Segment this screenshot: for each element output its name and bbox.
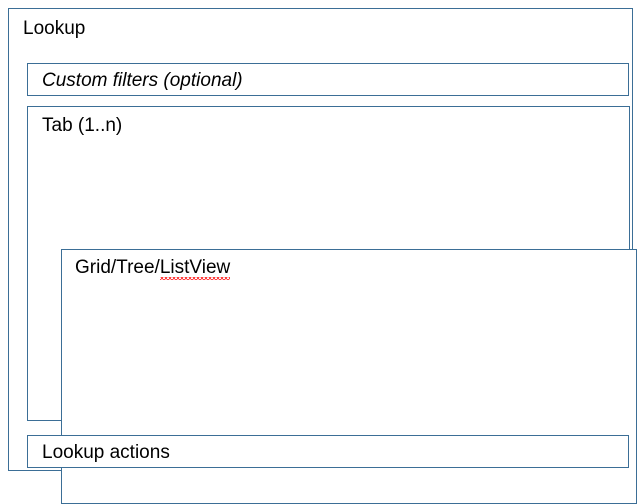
lookup-container: Lookup Custom filters (optional) Tab (1.… bbox=[8, 8, 637, 504]
custom-filters-region[interactable]: Custom filters (optional) bbox=[27, 63, 629, 96]
grid-label-prefix: Grid/Tree/ bbox=[75, 257, 160, 278]
custom-filters-label: Custom filters (optional) bbox=[42, 70, 243, 91]
tab-region[interactable]: Tab (1..n) Grid/Tree/ListView bbox=[27, 106, 637, 504]
diagram-canvas: Lookup Custom filters (optional) Tab (1.… bbox=[8, 8, 637, 504]
lookup-title: Lookup bbox=[23, 18, 86, 39]
lookup-actions-label: Lookup actions bbox=[42, 442, 170, 463]
grid-tree-listview-label: Grid/Tree/ListView bbox=[75, 257, 231, 280]
lookup-actions-region[interactable]: Lookup actions bbox=[27, 435, 629, 468]
grid-label-misspelled-word: ListView bbox=[159, 257, 231, 278]
tab-label: Tab (1..n) bbox=[42, 115, 123, 136]
